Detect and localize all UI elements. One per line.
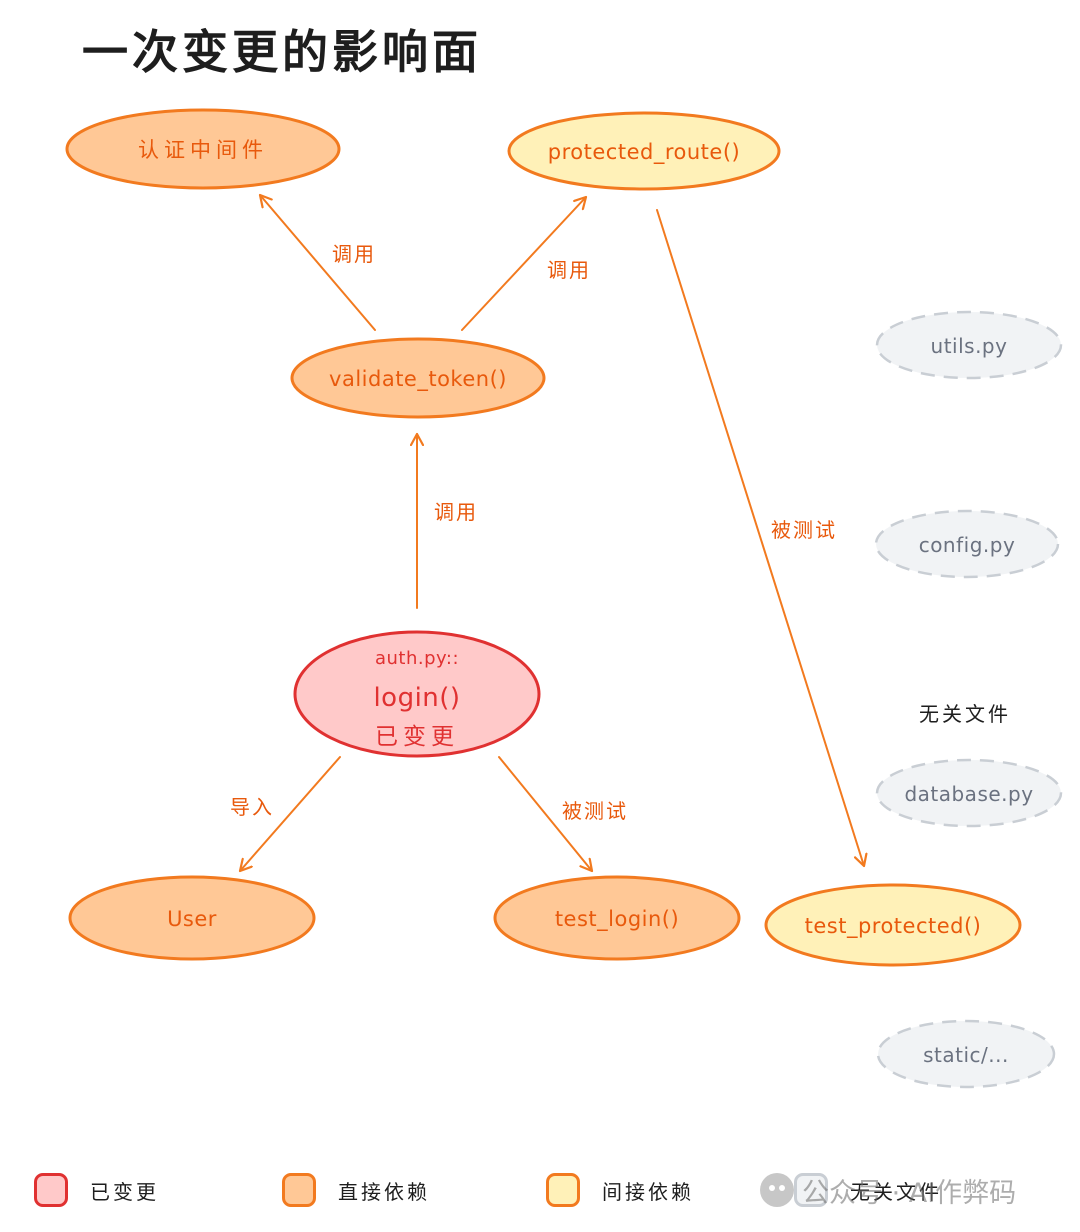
node-shape xyxy=(874,509,1060,579)
legend-swatch-changed xyxy=(34,1173,68,1207)
node-label: utils.py xyxy=(931,334,1008,358)
edge-label: 调用 xyxy=(434,500,478,524)
edge-changed-to-test_login xyxy=(498,756,592,871)
node-database: database.py xyxy=(875,758,1063,828)
impact-diagram: 调用调用调用被测试导入被测试 auth.py::login()已变更valida… xyxy=(65,108,1063,1089)
legend-swatch-indirect xyxy=(546,1173,580,1207)
edge-protected_route-to-test_protected xyxy=(656,209,864,866)
edge-label: 调用 xyxy=(547,258,591,282)
node-label: static/... xyxy=(923,1043,1009,1067)
node-label: config.py xyxy=(919,533,1016,557)
node-protected-route: protected_route() xyxy=(507,111,781,191)
legend-label: 已变更 xyxy=(90,1179,159,1204)
node-label-line: 已变更 xyxy=(375,724,459,750)
node-auth-middleware: 认证中间件 xyxy=(65,108,341,190)
edge-label: 被测试 xyxy=(771,518,837,542)
diagram-title: 一次变更的影响面 xyxy=(82,25,482,79)
node-test-login: test_login() xyxy=(493,875,741,961)
node-validate-token: validate_token() xyxy=(290,337,546,419)
unrelated-files-label: 无关文件 xyxy=(919,702,1011,726)
node-label: database.py xyxy=(904,782,1033,806)
edge-validate_token-to-protected_route xyxy=(461,197,586,331)
node-shape xyxy=(290,337,546,419)
node-shape xyxy=(876,1019,1056,1089)
node-user: User xyxy=(68,875,316,961)
node-utils: utils.py xyxy=(875,310,1063,380)
edge-label: 被测试 xyxy=(562,799,628,823)
edge-changed-to-user xyxy=(240,756,341,871)
node-shape xyxy=(493,875,741,961)
node-shape xyxy=(293,630,541,758)
node-changed: auth.py::login()已变更 xyxy=(293,630,541,758)
legend-item-changed: 已变更 xyxy=(34,1168,159,1212)
watermark-text: 公众号 · AI作弊码 xyxy=(802,1177,1017,1209)
node-label: validate_token() xyxy=(329,367,507,392)
edge-label: 调用 xyxy=(332,242,376,266)
legend-label: 间接依赖 xyxy=(602,1179,694,1204)
node-shape xyxy=(875,758,1063,828)
edge-label: 导入 xyxy=(230,795,274,819)
legend-item-indirect: 间接依赖 xyxy=(546,1168,694,1212)
node-shape xyxy=(764,883,1022,967)
legend-item-unrelated: 无关文件 xyxy=(794,1168,942,1212)
node-shape xyxy=(65,108,341,190)
node-label-line: login() xyxy=(373,683,460,713)
legend-swatch-unrelated xyxy=(794,1173,828,1207)
watermark: 公众号 · AI作弊码 xyxy=(760,1168,1016,1212)
legend-label: 无关文件 xyxy=(850,1179,942,1204)
wechat-icon xyxy=(760,1173,794,1207)
legend-label: 直接依赖 xyxy=(338,1179,430,1204)
node-shape xyxy=(507,111,781,191)
node-label: test_protected() xyxy=(805,914,982,939)
legend-swatch-direct xyxy=(282,1173,316,1207)
legend-item-direct: 直接依赖 xyxy=(282,1168,430,1212)
node-label-line: auth.py:: xyxy=(375,648,459,669)
edge-validate_token-to-auth_middleware xyxy=(260,195,376,331)
node-shape xyxy=(68,875,316,961)
node-label: 认证中间件 xyxy=(138,138,268,162)
node-config: config.py xyxy=(874,509,1060,579)
node-test-protected: test_protected() xyxy=(764,883,1022,967)
node-static: static/... xyxy=(876,1019,1056,1089)
node-label: protected_route() xyxy=(548,140,740,165)
node-label: test_login() xyxy=(555,907,679,932)
node-label: User xyxy=(167,907,217,931)
node-shape xyxy=(875,310,1063,380)
